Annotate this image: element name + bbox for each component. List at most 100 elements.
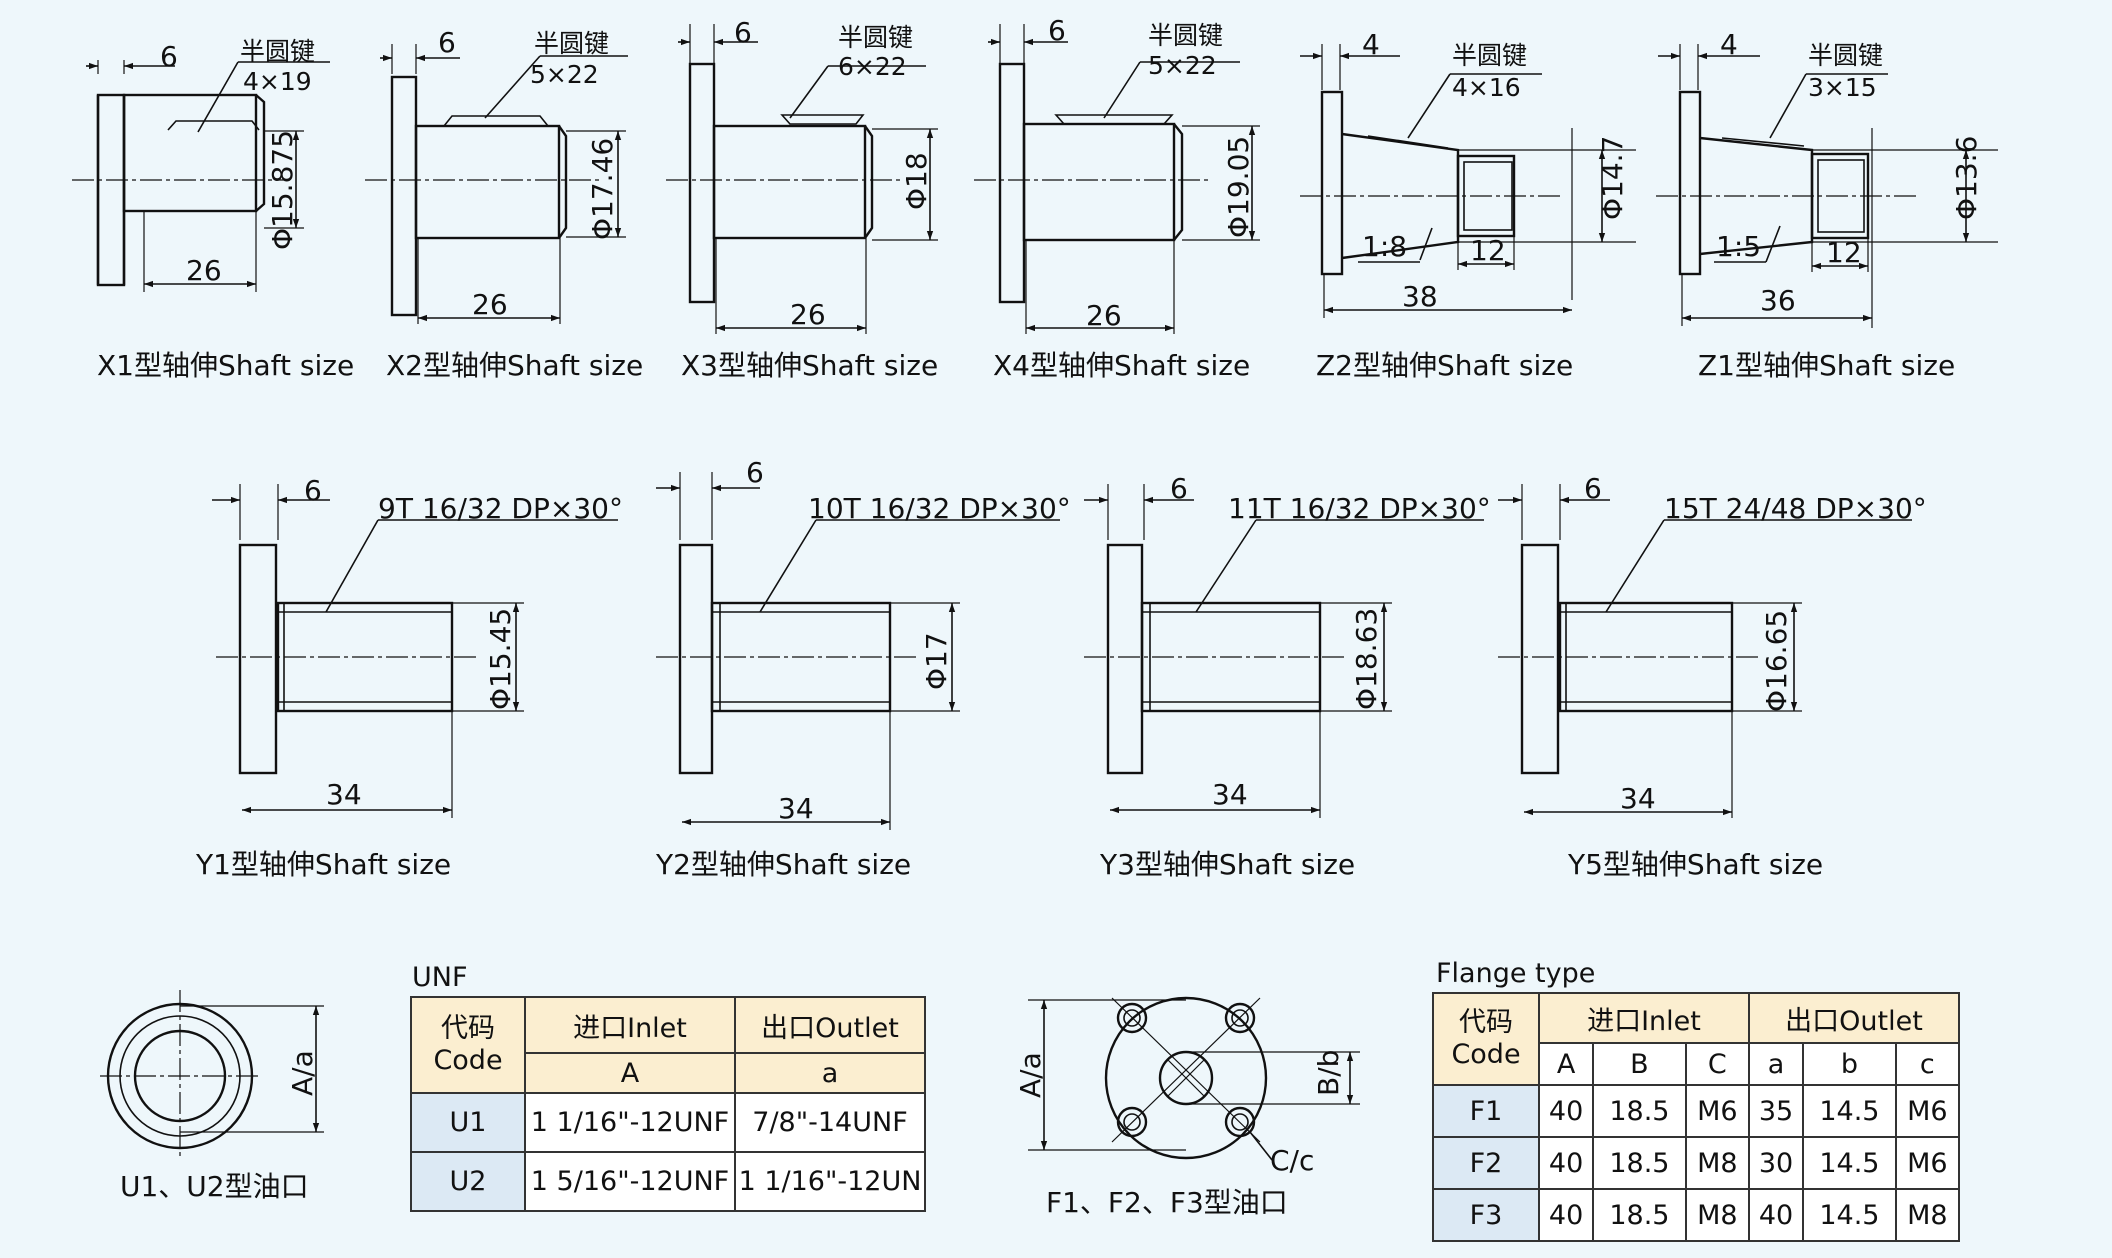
x3-dia: Φ18 [900,152,933,210]
x1-offset-dim: 6 [160,40,178,73]
z2-caption: Z2型轴伸Shaft size [1316,349,1573,382]
f-port-dim-b: B/b [1312,1050,1345,1096]
z1-dia: Φ13.6 [1950,136,1983,220]
x1-caption: X1型轴伸Shaft size [97,349,354,382]
y1-spline: 9T 16/32 DP×30° [378,492,623,525]
z1-key-label: 半圆键 [1808,41,1883,70]
y3-dia: Φ18.63 [1350,608,1383,710]
z2-key-label: 半圆键 [1452,41,1527,70]
flange-inlet-header: 进口Inlet [1538,992,1750,1044]
flange-code-cell: F1 [1432,1084,1540,1138]
shaft-y1-drawing: 6 9T 16/32 DP×30° Φ15.45 34 Y1型轴伸Shaft s… [195,474,623,881]
u-port-dim: A/a [286,1050,319,1096]
y2-spline: 10T 16/32 DP×30° [808,492,1071,525]
unf-outlet-cell: 1 1/16"-12UN [734,1151,926,1212]
flange-cell: 18.5 [1592,1084,1687,1138]
y2-caption: Y2型轴伸Shaft size [655,848,911,881]
flange-outlet-header: 出口Outlet [1747,992,1961,1044]
y3-spline: 11T 16/32 DP×30° [1228,492,1491,525]
x2-key-size: 5×22 [530,60,599,89]
shaft-y3-drawing: 6 11T 16/32 DP×30° Φ18.63 34 Y3型轴伸Shaft … [1084,472,1491,881]
table-row: F1 40 18.5 M6 35 14.5 M6 [1432,1084,1961,1138]
y1-caption: Y1型轴伸Shaft size [195,848,451,881]
flange-sub-c: c [1894,1042,1961,1086]
table-row: F2 40 18.5 M8 30 14.5 M6 [1432,1136,1961,1190]
flange-cell: 18.5 [1592,1188,1687,1242]
z1-thread-len: 12 [1826,236,1862,269]
flange-cell: 40 [1537,1136,1595,1190]
x3-key-label: 半圆键 [838,23,913,52]
x4-key-label: 半圆键 [1148,21,1223,50]
flange-sub-a: a [1747,1042,1805,1086]
unf-sub-lower-a: a [734,1052,926,1094]
flange-cell: 30 [1747,1136,1805,1190]
y5-offset-dim: 6 [1584,472,1602,505]
unf-code-cell: U2 [410,1151,526,1212]
shaft-x4-drawing: 6 半圆键 5×22 Φ19.05 26 X4型轴伸Shaft size [974,14,1260,382]
x3-len: 26 [790,298,826,331]
f-port-dim-c: C/c [1270,1144,1314,1177]
x1-dia: Φ15.875 [266,130,299,250]
flange-cell: M8 [1894,1188,1961,1242]
x4-len: 26 [1086,299,1122,332]
y2-offset-dim: 6 [746,456,764,489]
x3-caption: X3型轴伸Shaft size [681,349,938,382]
u-port-caption: U1、U2型油口 [120,1170,309,1203]
x4-caption: X4型轴伸Shaft size [993,349,1250,382]
x3-key-size: 6×22 [838,52,907,81]
z1-key-size: 3×15 [1808,73,1877,102]
y2-dia: Φ17 [920,632,953,690]
unf-inlet-header: 进口Inlet [524,996,736,1054]
flange-table-title: Flange type [1436,958,1596,989]
u-port-drawing: A/a U1、U2型油口 [100,990,324,1203]
z1-offset-dim: 4 [1720,28,1738,61]
unf-code-cell: U1 [410,1092,526,1153]
unf-outlet-cell: 7/8"-14UNF [734,1092,926,1153]
unf-table: 代码 Code 进口Inlet 出口Outlet A a U1 1 1/16"-… [410,996,926,1212]
table-row: U2 1 5/16"-12UNF 1 1/16"-12UN [410,1151,926,1212]
f-port-dim-a: A/a [1014,1052,1047,1098]
z2-dia: Φ14.7 [1596,136,1629,220]
shaft-y2-drawing: 6 10T 16/32 DP×30° Φ17 34 Y2型轴伸Shaft siz… [655,456,1071,881]
flange-cell: 14.5 [1802,1136,1897,1190]
x4-key-size: 5×22 [1148,51,1217,80]
flange-cell: M6 [1894,1084,1961,1138]
y1-dia: Φ15.45 [484,608,517,710]
y1-len: 34 [326,778,362,811]
shaft-z2-drawing: 4 半圆键 4×16 Φ14.7 1:8 12 38 Z2型轴伸Shaft si… [1300,28,1636,382]
x3-offset-dim: 6 [734,16,752,49]
flange-cell: 14.5 [1802,1188,1897,1242]
flange-cell: 40 [1537,1188,1595,1242]
x2-caption: X2型轴伸Shaft size [386,349,643,382]
flange-cell: 35 [1747,1084,1805,1138]
shaft-z1-drawing: 4 半圆键 3×15 Φ13.6 1:5 12 36 Z1型轴伸Shaft si… [1656,28,1998,382]
flange-sub-C: C [1684,1042,1750,1086]
flange-cell: 14.5 [1802,1084,1897,1138]
z1-taper: 1:5 [1716,230,1761,263]
flange-code-cell: F3 [1432,1188,1540,1242]
y1-offset-dim: 6 [304,474,322,507]
z1-len: 36 [1760,284,1796,317]
z2-offset-dim: 4 [1362,28,1380,61]
shaft-x2-drawing: 6 半圆键 5×22 Φ17.46 26 X2型轴伸Shaft size [365,26,643,382]
x4-dia: Φ19.05 [1222,136,1255,238]
z2-taper: 1:8 [1362,230,1407,263]
unf-inlet-cell: 1 5/16"-12UNF [524,1151,736,1212]
x1-key-label: 半圆键 [240,37,315,66]
y5-caption: Y5型轴伸Shaft size [1567,848,1823,881]
z2-len: 38 [1402,280,1438,313]
x4-offset-dim: 6 [1048,14,1066,47]
flange-sub-A: A [1537,1042,1595,1086]
table-row: F3 40 18.5 M8 40 14.5 M8 [1432,1188,1961,1242]
shaft-x1-drawing: 6 半圆键 4×19 Φ15.875 26 X1型轴伸Shaft size [72,37,354,382]
flange-cell: M8 [1684,1188,1750,1242]
flange-code-cell: F2 [1432,1136,1540,1190]
flange-cell: 40 [1747,1188,1805,1242]
flange-sub-B: B [1592,1042,1687,1086]
y5-len: 34 [1620,782,1656,815]
x1-len: 26 [186,254,222,287]
y3-offset-dim: 6 [1170,472,1188,505]
flange-code-header: 代码 Code [1432,992,1540,1086]
x2-key-label: 半圆键 [534,29,609,58]
flange-cell: M8 [1684,1136,1750,1190]
